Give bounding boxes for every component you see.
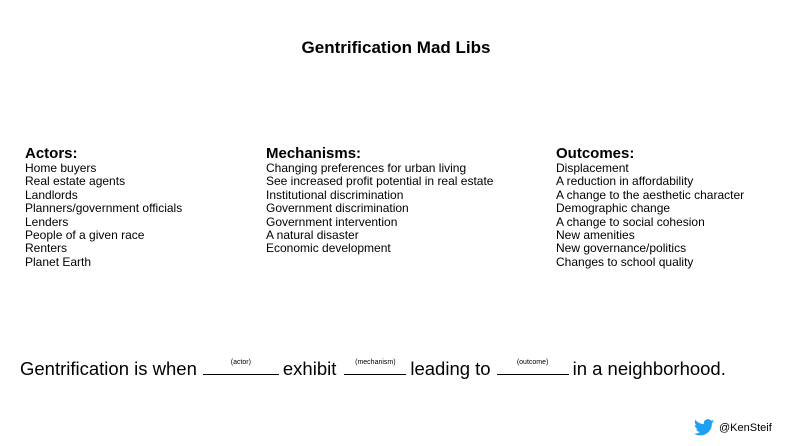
list-item: New amenities — [556, 228, 635, 243]
outcome-hint: (outcome) — [516, 359, 549, 366]
actor-blank: (actor) — [202, 356, 279, 375]
list-item: Displacement — [556, 161, 629, 175]
mechanism-blank: (mechanism) — [344, 356, 407, 375]
list-item: Changing preferences for urban living — [266, 161, 467, 175]
list-item: Home buyers — [25, 161, 97, 175]
mad-libs-sentence: Gentrification is when (actor) exhibit (mec… — [20, 356, 726, 381]
list-item: Planners/government officials — [25, 201, 183, 216]
outcome-blank: (outcome) — [496, 356, 569, 375]
list-item: Renters — [25, 241, 68, 256]
list-item: Demographic change — [556, 201, 671, 216]
twitter-bird-icon — [694, 419, 714, 436]
mechanism-hint: (mechanism) — [355, 359, 396, 366]
list-item: New governance/politics — [556, 241, 687, 256]
outcomes-list: Displacement A reduction in affordabilit… — [556, 161, 745, 269]
list-item: A change to social cohesion — [556, 214, 705, 229]
mechanisms-list: Changing preferences for urban living Se… — [266, 161, 494, 256]
actors-column: Actors: Home buyers Real estate agents L… — [25, 146, 182, 269]
outcomes-heading: Outcomes: — [556, 145, 635, 162]
list-item: See increased profit potential in real e… — [266, 174, 494, 189]
list-item: Government discrimination — [266, 201, 409, 216]
list-item: Real estate agents — [25, 174, 126, 189]
list-item: Landlords — [25, 187, 78, 202]
sentence-part-1: Gentrification is when — [20, 358, 197, 379]
twitter-handle: @KenSteif — [719, 421, 772, 434]
actor-hint: (actor) — [230, 359, 251, 366]
mechanisms-heading: Mechanisms: — [266, 145, 362, 162]
twitter-credit: @KenSteif — [694, 419, 772, 436]
actors-heading: Actors: — [25, 145, 78, 162]
actors-list: Home buyers Real estate agents Landlords… — [25, 161, 183, 269]
list-item: Lenders — [25, 214, 69, 229]
sentence-part-2: exhibit — [282, 358, 337, 379]
list-item: Government intervention — [266, 214, 398, 229]
list-item: Institutional discrimination — [266, 187, 404, 202]
sentence-part-3: leading to — [410, 358, 491, 379]
list-item: Planet Earth — [25, 254, 92, 269]
list-item: A change to the aesthetic character — [556, 187, 745, 202]
list-item: Changes to school quality — [556, 254, 694, 269]
list-item: People of a given race — [25, 228, 145, 243]
mechanisms-column: Mechanisms: Changing preferences for urb… — [266, 146, 493, 256]
list-item: A natural disaster — [266, 228, 359, 243]
list-item: A reduction in affordability — [556, 174, 694, 189]
sentence-part-4: in a neighborhood. — [572, 358, 726, 379]
list-item: Economic development — [266, 241, 391, 256]
slide-title: Gentrification Mad Libs — [301, 38, 491, 57]
outcomes-column: Outcomes: Displacement A reduction in af… — [556, 146, 744, 269]
